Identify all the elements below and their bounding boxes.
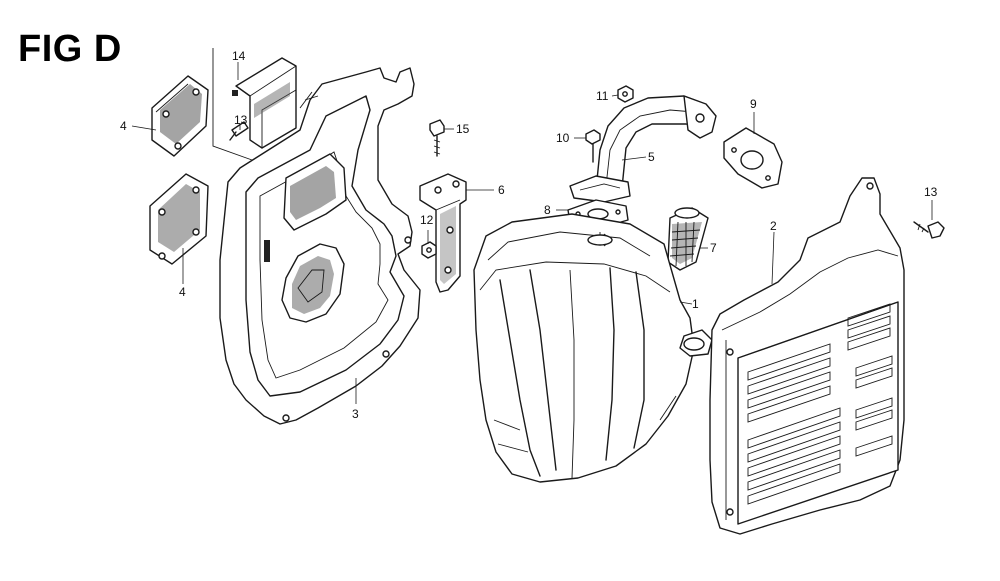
callout-15: 15: [456, 122, 470, 136]
callout-5: 5: [648, 150, 655, 164]
part-5-exhaust-pipe: [569, 95, 717, 203]
part-6-stay: [419, 173, 467, 293]
callout-10: 10: [556, 131, 570, 145]
part-4-upper-plate: [151, 75, 209, 157]
part-10-bolt: [585, 129, 601, 163]
callout-1: 1: [692, 297, 699, 311]
callout-3: 3: [352, 407, 359, 421]
part-4-lower-plate: [149, 173, 209, 265]
part-12-nut: [421, 241, 437, 259]
callout-7: 7: [710, 241, 717, 255]
callout-8: 8: [544, 203, 551, 217]
part-9-gasket: [723, 127, 783, 189]
figure-title: FIG D: [18, 28, 122, 70]
louvres-lower-left: [747, 407, 841, 505]
part-3-heat-shield: [219, 67, 421, 425]
callout-6: 6: [498, 183, 505, 197]
part-13-bolt-right: [913, 221, 945, 239]
callout-labels: 1 2 3 4 4 5 6 7 8 9 10 11 12 13 13 14 15: [120, 49, 938, 421]
part-11-nut: [617, 85, 634, 103]
leader-lines: [131, 62, 933, 404]
callout-11: 11: [596, 89, 609, 103]
louvres-upper-right: [847, 303, 891, 351]
louvres-upper-left: [747, 343, 831, 423]
louvres-right: [855, 355, 893, 457]
part-14-bracket: [212, 48, 297, 161]
callout-2: 2: [770, 219, 777, 233]
callout-9: 9: [750, 97, 757, 111]
part-15-bolt: [429, 119, 445, 157]
callout-14: 14: [232, 49, 246, 63]
callout-13-left: 13: [234, 113, 248, 127]
callout-4-upper: 4: [120, 119, 127, 133]
callout-12: 12: [420, 213, 434, 227]
part-7-spark-arrester: [667, 207, 709, 271]
callout-13-right: 13: [924, 185, 938, 199]
part-1-muffler: [473, 213, 713, 483]
part-2-muffler-cover: [709, 177, 905, 535]
callout-4-lower: 4: [179, 285, 186, 299]
